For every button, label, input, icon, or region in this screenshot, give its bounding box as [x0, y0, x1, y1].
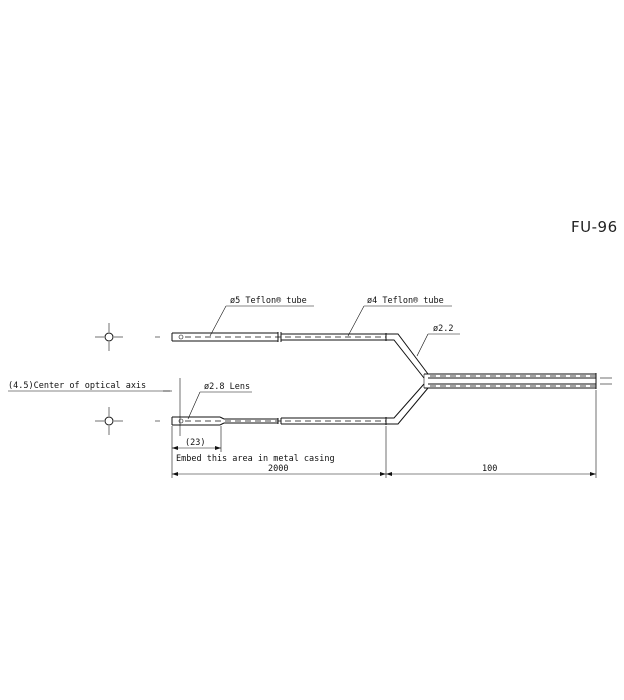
top-fiber — [171, 332, 429, 379]
label-optical-axis: (4.5)Center of optical axis — [8, 378, 181, 436]
label-fiber-dia: ø2.2 — [416, 324, 460, 357]
fiber-dia-label: ø2.2 — [433, 324, 453, 334]
tube-5-label: ø5 Teflon® tube — [230, 296, 307, 306]
crosshair-bottom — [95, 407, 160, 435]
dim-embed: (23) Embed this area in metal casing — [171, 426, 335, 478]
model-number: FU-96 — [571, 218, 618, 236]
embed-length-label: (23) — [185, 438, 205, 448]
label-lens: ø2.8 Lens — [187, 382, 252, 420]
dim-end-label: 100 — [482, 464, 497, 474]
embed-note-label: Embed this area in metal casing — [176, 454, 335, 464]
dim-overall: 2000 100 — [172, 390, 597, 478]
tube-4-label: ø4 Teflon® tube — [367, 296, 444, 306]
lens-label: ø2.8 Lens — [204, 382, 250, 392]
optical-axis-label: (4.5)Center of optical axis — [8, 381, 146, 391]
dim-length-label: 2000 — [268, 464, 288, 474]
label-tube-5: ø5 Teflon® tube — [209, 296, 314, 337]
merged-bundle — [423, 373, 612, 389]
label-tube-4: ø4 Teflon® tube — [347, 296, 452, 337]
crosshair-top — [95, 323, 160, 351]
